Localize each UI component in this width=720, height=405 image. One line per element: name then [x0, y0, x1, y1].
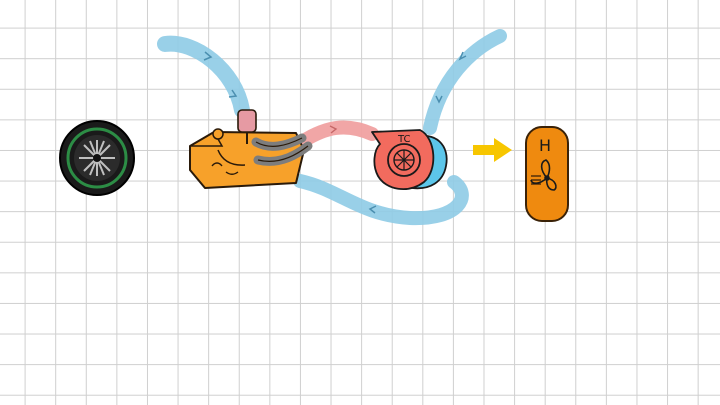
compressed-flow-chevron [368, 205, 377, 214]
engine-block-icon [189, 109, 313, 189]
turbo-intake-chevron [458, 51, 467, 61]
intake-flow-chevron [203, 51, 213, 61]
exhaust-flow-chevron [329, 125, 338, 134]
intake-air-flow [157, 35, 250, 118]
intake-flow-chevron [228, 89, 238, 98]
tire-icon [59, 120, 135, 196]
exhaust-gas-flow [298, 120, 379, 147]
turbo-intake-chevron [435, 95, 443, 104]
compressed-air-flow [293, 174, 469, 226]
intercooler-label: H [539, 136, 551, 155]
intercooler-icon [525, 126, 569, 222]
turbo-label: TC [397, 134, 411, 145]
arrow-right-icon [473, 138, 512, 162]
turbo-intake-air-flow [423, 29, 507, 135]
turbo-icon [371, 129, 448, 190]
fan-icon [530, 159, 557, 191]
